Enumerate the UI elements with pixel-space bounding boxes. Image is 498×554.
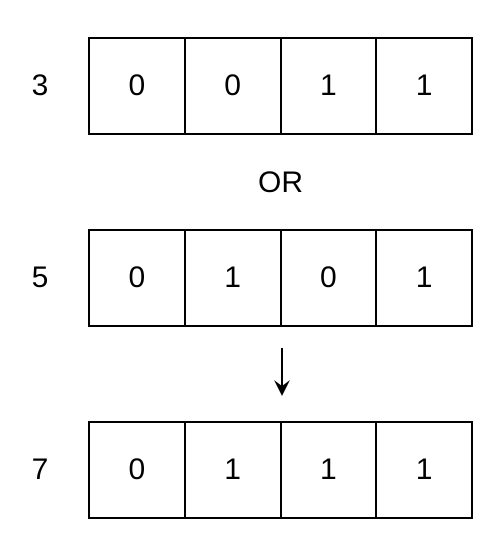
bit-cell: 0 [183, 39, 280, 133]
operand-b-row: 5 0 1 0 1 [0, 229, 498, 327]
result-bits: 0 1 1 1 [88, 421, 473, 519]
result-value: 7 [31, 453, 49, 486]
operation-label: OR [258, 166, 303, 199]
bit-cell: 0 [279, 231, 376, 325]
operand-a-bits: 0 0 1 1 [88, 37, 473, 135]
bit-cell: 1 [375, 423, 471, 517]
bit-cell: 1 [183, 231, 280, 325]
bit-cell: 1 [375, 231, 471, 325]
operand-b-bits: 0 1 0 1 [88, 229, 473, 327]
bit-cell: 0 [128, 69, 146, 102]
bit-cell: 1 [279, 39, 376, 133]
bit-cell: 0 [128, 453, 146, 486]
operand-b-value: 5 [31, 261, 49, 294]
bit-cell: 1 [279, 423, 376, 517]
arrow-down-icon [274, 348, 290, 396]
bit-cell: 1 [183, 423, 280, 517]
operand-a-row: 3 0 0 1 1 [0, 37, 498, 135]
bit-cell: 1 [375, 39, 471, 133]
operand-a-value: 3 [31, 69, 49, 102]
result-row: 7 0 1 1 1 [0, 421, 498, 519]
bit-cell: 0 [128, 261, 146, 294]
